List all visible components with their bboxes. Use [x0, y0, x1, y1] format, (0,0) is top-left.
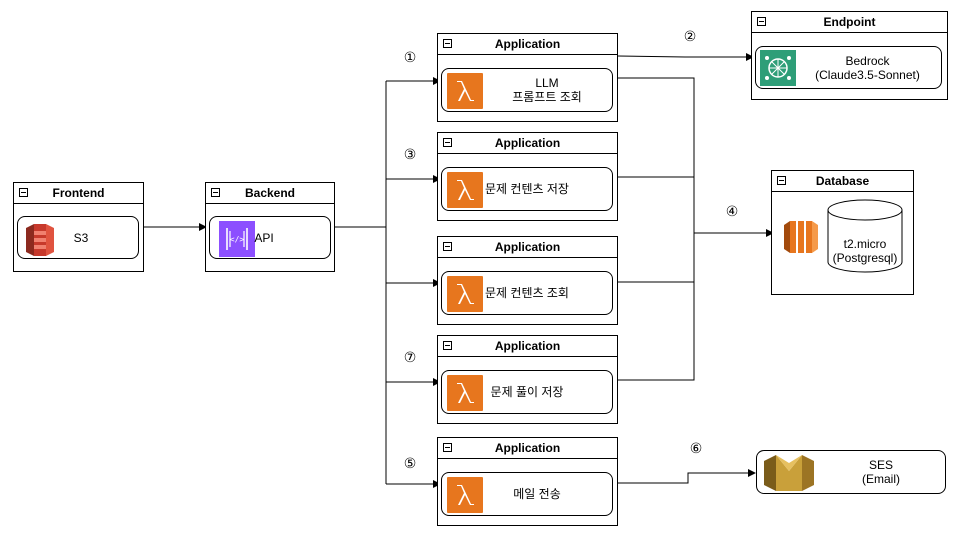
application-title: Application [494, 37, 561, 51]
application-llm-group: Application LLM 프롬프트 조회 [437, 33, 618, 122]
lambda-llm-label-line2: 프롬프트 조회 [512, 90, 582, 104]
bedrock-card[interactable]: Bedrock (Claude3.5-Sonnet) [755, 46, 942, 89]
edge-db-collector [618, 77, 695, 381]
collapse-icon[interactable] [443, 341, 452, 350]
database-label-line2: (Postgresql) [832, 251, 898, 265]
collapse-icon[interactable] [211, 188, 220, 197]
lambda-llm-label-line1: LLM [535, 76, 559, 90]
lambda-send-mail-card[interactable]: 메일 전송 [441, 472, 613, 516]
step-5-marker: ⑤ [403, 454, 417, 471]
application-title: Application [494, 240, 561, 254]
application-save-content-group: Application 문제 컨텐츠 저장 [437, 132, 618, 221]
application-title: Application [494, 136, 561, 150]
lambda-save-answer-card[interactable]: 문제 풀이 저장 [441, 370, 613, 414]
lambda-save-content-label: 문제 컨텐츠 저장 [485, 182, 569, 196]
lambda-icon [447, 477, 483, 513]
lambda-llm-card[interactable]: LLM 프롬프트 조회 [441, 68, 613, 112]
api-card[interactable]: </> API [209, 216, 331, 259]
step-3-marker: ③ [403, 145, 417, 162]
step-1-marker: ① [403, 48, 417, 65]
collapse-icon[interactable] [443, 242, 452, 251]
collapse-icon[interactable] [757, 17, 766, 26]
api-gateway-icon: </> [219, 221, 255, 257]
step-6-marker: ⑥ [689, 439, 703, 456]
bedrock-icon [760, 50, 796, 86]
database-label-line1: t2.micro [843, 237, 887, 251]
lambda-save-answer-label: 문제 풀이 저장 [490, 385, 564, 399]
database-cylinder-icon [827, 199, 903, 273]
lambda-query-content-label: 문제 컨텐츠 조회 [485, 286, 569, 300]
collapse-icon[interactable] [443, 443, 452, 452]
svg-text:</>: </> [230, 235, 245, 244]
lambda-icon [447, 276, 483, 312]
ses-label-line2: (Email) [862, 472, 900, 486]
edge-to-ses [618, 469, 756, 484]
lambda-save-content-card[interactable]: 문제 컨텐츠 저장 [441, 167, 613, 211]
ses-label-line1: SES [868, 458, 893, 472]
lambda-icon [447, 375, 483, 411]
step-7-marker: ⑦ [403, 348, 417, 365]
database-title: Database [815, 174, 870, 188]
collapse-icon[interactable] [19, 188, 28, 197]
s3-card[interactable]: S3 [17, 216, 139, 259]
frontend-group: Frontend S3 [13, 182, 144, 272]
lambda-icon [447, 73, 483, 109]
collapse-icon[interactable] [777, 176, 786, 185]
collapse-icon[interactable] [443, 138, 452, 147]
s3-bucket-icon [26, 224, 54, 256]
application-title: Application [494, 441, 561, 455]
ses-card[interactable]: SES (Email) [756, 450, 946, 494]
ses-icon [764, 455, 814, 491]
lambda-send-mail-label: 메일 전송 [513, 487, 561, 501]
api-label: API [254, 230, 274, 245]
backend-group: Backend </> API [205, 182, 335, 272]
application-save-answer-group: Application 문제 풀이 저장 [437, 335, 618, 424]
application-query-content-group: Application 문제 컨텐츠 조회 [437, 236, 618, 325]
ec2-icon [784, 221, 818, 253]
endpoint-group: Endpoint Bedrock (Claude3.5-Sonnet) [751, 11, 948, 100]
bedrock-label-line2: (Claude3.5-Sonnet) [815, 67, 920, 82]
lambda-icon [447, 172, 483, 208]
backend-title: Backend [244, 186, 296, 200]
frontend-title: Frontend [52, 186, 105, 200]
step-2-marker: ② [683, 27, 697, 44]
edge-to-bedrock [617, 53, 754, 61]
database-group: Database t2.micro (Postgresql) [771, 170, 914, 295]
s3-label: S3 [73, 230, 89, 245]
bedrock-label-line1: Bedrock [845, 53, 890, 68]
application-send-mail-group: Application 메일 전송 [437, 437, 618, 526]
lambda-query-content-card[interactable]: 문제 컨텐츠 조회 [441, 271, 613, 315]
endpoint-title: Endpoint [823, 15, 876, 29]
application-title: Application [494, 339, 561, 353]
step-4-marker: ④ [725, 202, 739, 219]
collapse-icon[interactable] [443, 39, 452, 48]
